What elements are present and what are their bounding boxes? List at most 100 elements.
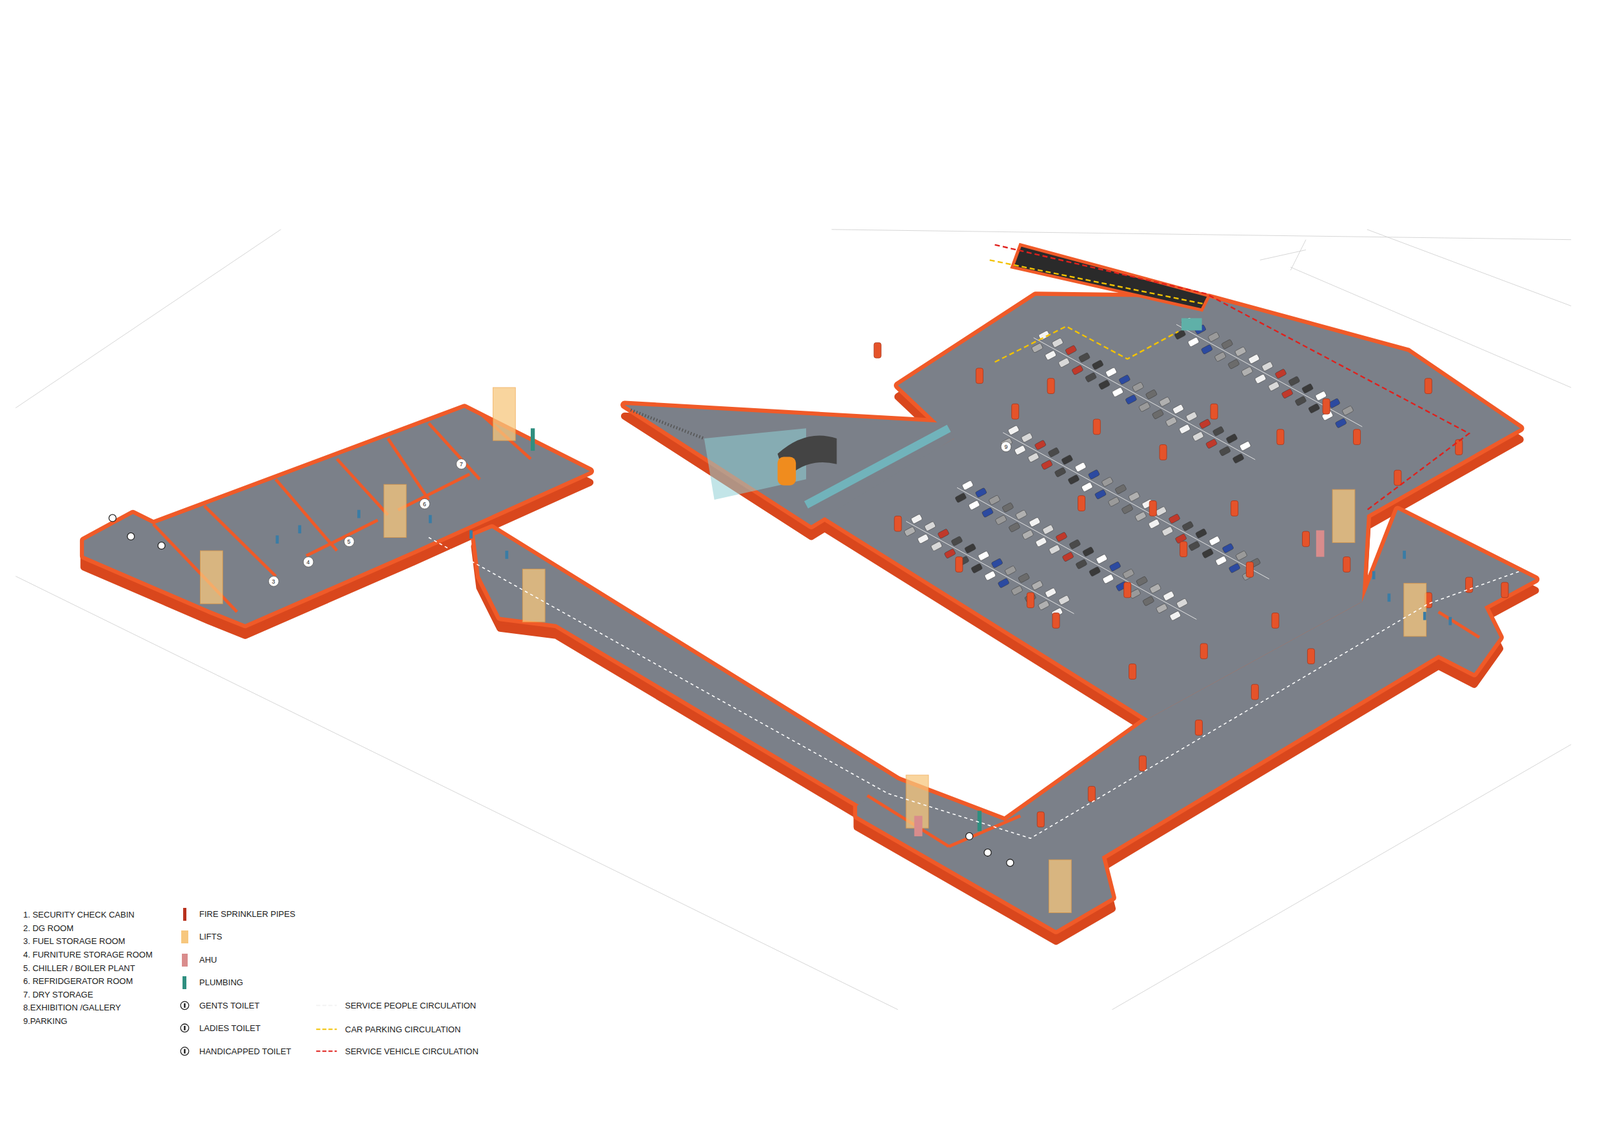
structural-column: [1129, 664, 1137, 680]
car: [1040, 459, 1053, 471]
structural-column: [1195, 720, 1203, 736]
toilet-symbol: [108, 514, 117, 522]
car: [1111, 386, 1124, 398]
car: [1101, 476, 1114, 487]
car: [1020, 432, 1033, 444]
structural-column: [1271, 613, 1279, 629]
car: [1138, 401, 1150, 413]
car: [1267, 381, 1280, 392]
car: [944, 548, 956, 560]
car: [930, 541, 943, 552]
security-cabin: [1181, 317, 1203, 331]
car: [1035, 537, 1047, 548]
structural-column: [1159, 444, 1167, 461]
car: [1301, 383, 1314, 395]
person-figure: [357, 510, 361, 519]
callout-number: 7: [456, 460, 466, 469]
glass-panel: [704, 428, 807, 500]
stall-line: [1176, 324, 1363, 427]
car: [1048, 544, 1061, 555]
car: [937, 528, 950, 540]
person-figure: [428, 515, 433, 524]
toilet-symbol: [180, 1024, 189, 1033]
car: [1071, 365, 1084, 376]
ahu-unit: [914, 815, 923, 837]
car: [1047, 447, 1060, 458]
car: [1274, 368, 1287, 380]
car: [1162, 590, 1175, 602]
plumbing-riser: [530, 428, 535, 451]
structural-column: [1087, 786, 1096, 802]
stall-line: [906, 521, 1074, 614]
car: [917, 533, 929, 545]
car: [1214, 351, 1226, 362]
structural-column: [1251, 684, 1259, 700]
car: [1037, 600, 1050, 611]
person-figure: [276, 535, 280, 544]
lift-core: [383, 484, 407, 538]
legend-text: LADIES TOILET: [199, 1023, 261, 1034]
car: [1027, 452, 1039, 464]
car: [1161, 526, 1174, 537]
structural-column: [1124, 582, 1132, 598]
car: [1058, 595, 1070, 606]
structural-column: [1276, 429, 1284, 445]
structural-column: [1093, 419, 1101, 435]
room-key-item: 8.EXHIBITION /GALLERY: [23, 1002, 121, 1014]
structural-column: [1307, 648, 1315, 665]
car: [1168, 513, 1181, 525]
legend-text: HANDICAPPED TOILET: [199, 1046, 292, 1057]
car: [1118, 374, 1131, 386]
toilet-figure: [183, 1049, 186, 1054]
car: [1131, 381, 1144, 393]
structural-column: [1200, 643, 1208, 660]
car: [904, 526, 916, 537]
partition-wall: [948, 815, 1021, 847]
legend-text: SERVICE PEOPLE CIRCULATION: [345, 1000, 476, 1012]
stall-line: [1002, 432, 1270, 580]
site-line: [15, 229, 281, 409]
car: [1107, 496, 1120, 507]
car: [1221, 339, 1234, 350]
car: [1088, 566, 1101, 577]
car: [967, 500, 980, 511]
toilet-symbol: [127, 532, 135, 540]
car: [984, 570, 996, 582]
car: [1121, 504, 1134, 515]
structural-column: [1455, 439, 1463, 456]
car: [1135, 575, 1148, 587]
toilet-figure: [183, 1003, 186, 1008]
car: [1034, 439, 1047, 451]
car: [1022, 529, 1034, 540]
car: [1109, 561, 1121, 573]
callout-number: 9: [1001, 443, 1011, 451]
floor-slab: [821, 296, 1521, 720]
car: [1214, 555, 1227, 567]
car: [1198, 418, 1211, 429]
car: [1044, 587, 1057, 598]
site-line: [15, 576, 898, 1010]
car: [1069, 539, 1081, 550]
car: [1014, 444, 1027, 456]
room-number-circle: [268, 576, 279, 587]
car: [1054, 466, 1067, 478]
gallery: [630, 410, 949, 505]
lift-core: [1048, 859, 1072, 913]
car: [1247, 354, 1260, 365]
car: [1234, 346, 1246, 357]
car: [1188, 541, 1201, 552]
car-parking-path: [995, 326, 1179, 362]
car: [988, 495, 1001, 506]
car: [1207, 332, 1220, 343]
car: [1002, 502, 1014, 513]
partition-wall: [306, 520, 378, 556]
structural-column: [894, 515, 902, 532]
car: [951, 535, 963, 547]
floor-slab: [474, 528, 898, 816]
person-figure: [504, 550, 509, 560]
room-key-item: 6. REFRIDGERATOR ROOM: [23, 976, 133, 987]
car: [1028, 517, 1041, 528]
car: [1182, 521, 1194, 532]
lift-core: [200, 550, 224, 604]
